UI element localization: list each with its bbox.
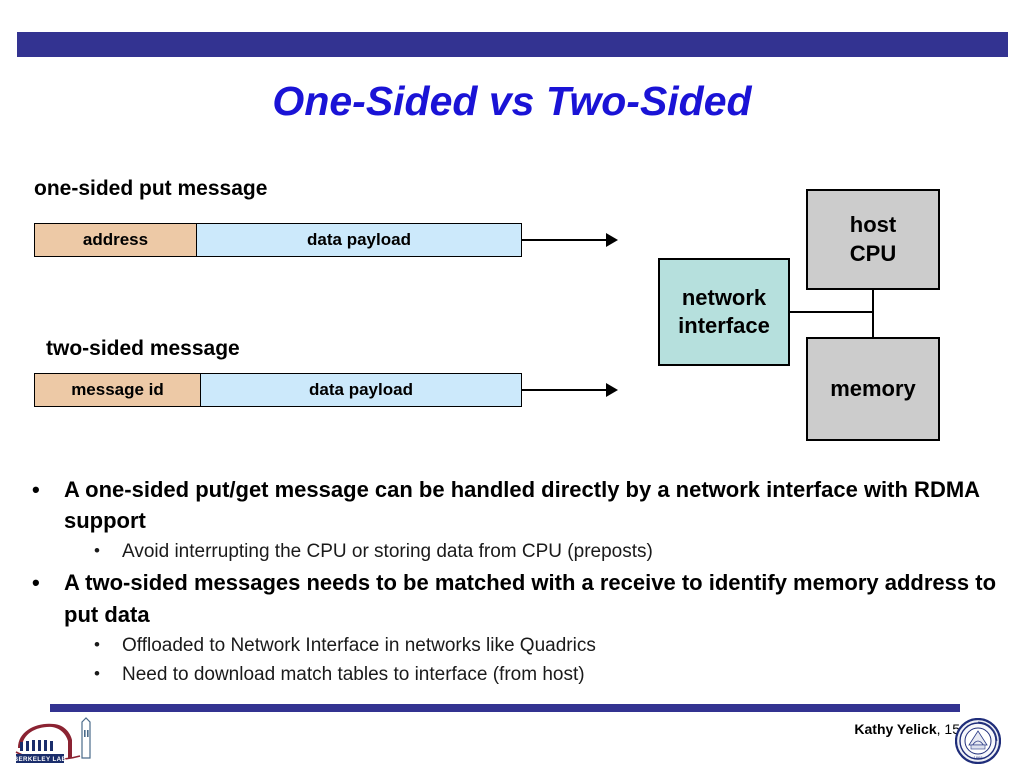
one-sided-payload-segment: data payload bbox=[197, 223, 522, 257]
two-sided-payload-segment: data payload bbox=[201, 373, 522, 407]
slide-number: , 15 bbox=[936, 721, 960, 737]
one-sided-message-bar: address data payload bbox=[34, 223, 522, 257]
uc-berkeley-seal-icon: 1868 bbox=[955, 718, 1001, 764]
bullet-marker-icon: • bbox=[32, 477, 40, 502]
two-sided-arrow-head-icon bbox=[606, 383, 618, 397]
bullet-item: • A two-sided messages needs to be match… bbox=[18, 567, 1008, 629]
bullet-item: • A one-sided put/get message can be han… bbox=[18, 474, 1008, 536]
host-cpu-line2: CPU bbox=[849, 240, 897, 266]
sub-bullet-item: • Offloaded to Network Interface in netw… bbox=[18, 632, 1008, 661]
page-title: One-Sided vs Two-Sided bbox=[272, 78, 752, 124]
footer-accent-rule bbox=[50, 704, 960, 712]
sub-bullet-marker-icon: • bbox=[94, 663, 100, 683]
sub-bullet-item: • Avoid interrupting the CPU or storing … bbox=[18, 538, 1008, 567]
sub-bullet-text: Avoid interrupting the CPU or storing da… bbox=[122, 541, 653, 563]
berkeley-lab-logo-icon: BERKELEY LAB bbox=[14, 717, 91, 763]
footer-credit: Kathy Yelick, 15 bbox=[854, 721, 960, 737]
author-name: Kathy Yelick bbox=[854, 721, 937, 737]
two-sided-message-id-segment: message id bbox=[34, 373, 201, 407]
svg-text:1868: 1868 bbox=[974, 755, 984, 760]
cpu-memory-bus-connector bbox=[872, 290, 874, 338]
sub-bullet-marker-icon: • bbox=[94, 634, 100, 654]
sub-bullet-item: • Need to download match tables to inter… bbox=[18, 661, 1008, 690]
bullet-text: A two-sided messages needs to be matched… bbox=[64, 570, 997, 627]
bullet-text: A one-sided put/get message can be handl… bbox=[64, 477, 980, 534]
network-interface-box: network interface bbox=[658, 258, 790, 366]
host-cpu-box: host CPU bbox=[806, 189, 940, 290]
one-sided-arrow-line bbox=[522, 239, 608, 241]
memory-label: memory bbox=[830, 375, 916, 401]
host-cpu-line1: host bbox=[849, 212, 897, 238]
two-sided-message-bar: message id data payload bbox=[34, 373, 522, 407]
bullet-marker-icon: • bbox=[32, 570, 40, 596]
sub-bullet-text: Offloaded to Network Interface in networ… bbox=[122, 634, 596, 656]
sub-bullet-marker-icon: • bbox=[94, 541, 100, 561]
bullet-list: • A one-sided put/get message can be han… bbox=[18, 474, 1008, 690]
two-sided-caption: two-sided message bbox=[46, 337, 240, 360]
network-interface-line1: network bbox=[681, 284, 767, 310]
one-sided-caption: one-sided put message bbox=[34, 177, 268, 200]
network-interface-line2: interface bbox=[678, 313, 770, 338]
one-sided-address-segment: address bbox=[34, 223, 197, 257]
sub-bullet-text: Need to download match tables to interfa… bbox=[122, 663, 585, 685]
header-accent-bar bbox=[17, 32, 1008, 57]
two-sided-arrow-line bbox=[522, 389, 608, 391]
one-sided-arrow-head-icon bbox=[606, 233, 618, 247]
nic-to-bus-connector bbox=[790, 311, 874, 313]
svg-text:BERKELEY LAB: BERKELEY LAB bbox=[14, 756, 67, 763]
memory-box: memory bbox=[806, 337, 940, 441]
